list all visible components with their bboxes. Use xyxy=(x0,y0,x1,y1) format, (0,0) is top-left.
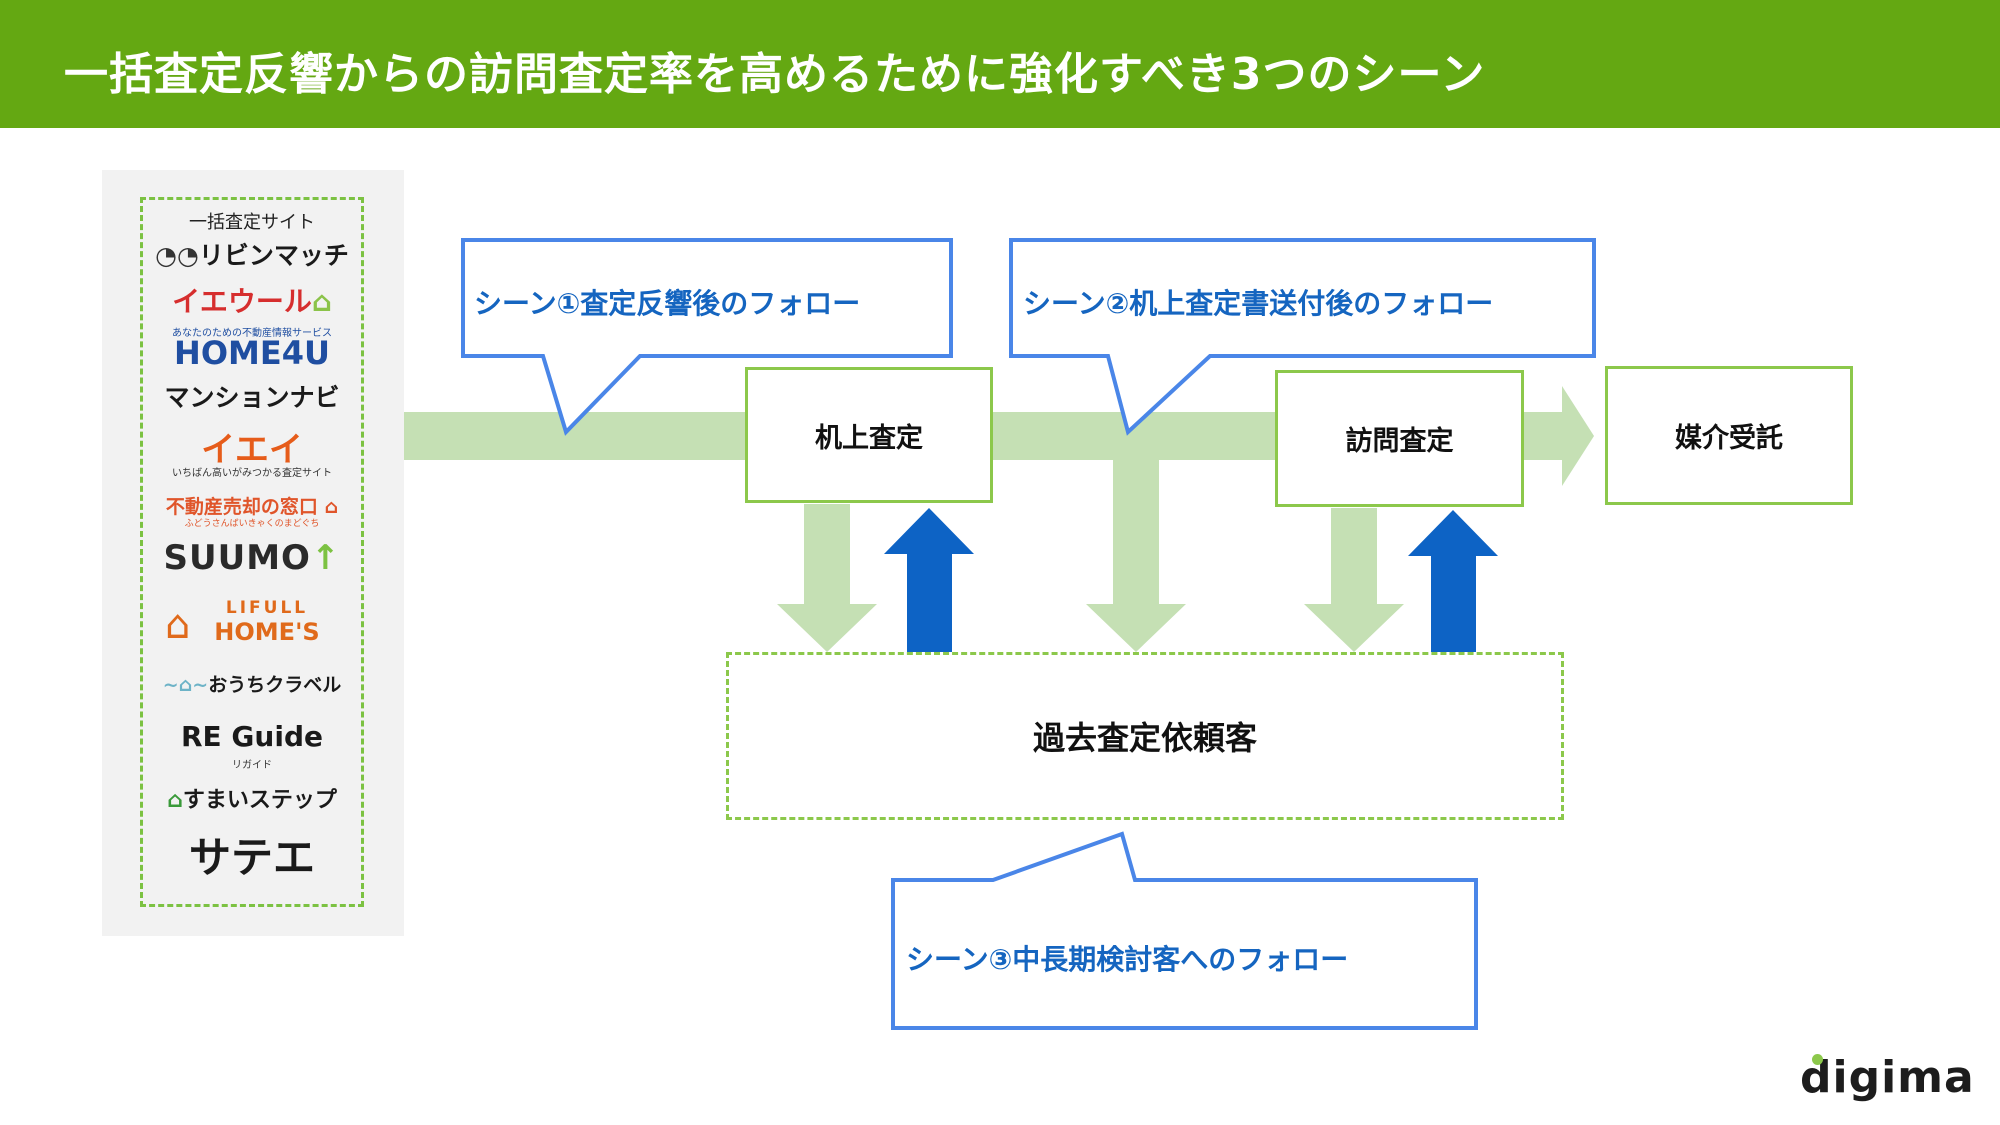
home4u-tagline: あなたのための不動産情報サービス xyxy=(172,328,332,339)
house-face-icon: ~⌂~ xyxy=(162,674,209,696)
site-logo-ieul: イエウール⌂ xyxy=(172,285,332,318)
callout-scene3-text: シーン③中長期検討客へのフォロー xyxy=(906,943,1349,976)
logo-dot-icon xyxy=(1812,1054,1823,1065)
site-logo-mansion-navi: マンションナビ xyxy=(164,383,340,412)
callout-scene1-text: シーン①査定反響後のフォロー xyxy=(474,287,861,320)
callout-scene1-bubble xyxy=(461,238,953,436)
site-logo-iei: イエイ xyxy=(201,430,303,470)
window-icon: ⌂ xyxy=(317,496,339,518)
callout-scene3-bubble xyxy=(891,831,1478,1030)
up-arrow-past-to-desk xyxy=(884,508,974,652)
site-logo-home4u: HOME4U xyxy=(174,334,330,372)
site-logo-satee: サテエ xyxy=(188,833,315,882)
sites-panel xyxy=(102,170,404,936)
digima-logo: digima xyxy=(1800,1052,1975,1103)
past-appraisal-customers: 過去査定依頼客 xyxy=(726,652,1564,820)
iei-tagline: いちばん高いがみつかる査定サイト xyxy=(172,468,332,479)
callout-scene2-bubble xyxy=(1009,238,1596,436)
step-desk-appraisal: 机上査定 xyxy=(745,367,993,503)
header-bar xyxy=(0,0,2000,128)
flow-main-arrowhead xyxy=(1562,386,1594,486)
house-icon: ⌂ xyxy=(311,285,332,318)
reguide-tagline: リガイド xyxy=(232,760,272,771)
down-arrow-band-to-past xyxy=(1086,460,1186,652)
step-visit-appraisal: 訪問査定 xyxy=(1275,370,1524,507)
site-logo-sumai-step: ⌂すまいステップ xyxy=(167,788,337,813)
callout-scene2-text: シーン②机上査定書送付後のフォロー xyxy=(1023,287,1494,320)
mascot-icon: ◔◔ xyxy=(155,241,199,270)
house-icon-green: ⌂ xyxy=(167,788,183,813)
site-logo-lifull: LIFULL xyxy=(225,598,309,618)
sites-list-box: 一括査定サイト ◔◔リビンマッチ イエウール⌂ あなたのための不動産情報サービス… xyxy=(140,197,364,907)
home-frame-icon: ⌂ xyxy=(165,602,191,648)
down-arrow-visit-to-past xyxy=(1304,508,1404,652)
sites-heading: 一括査定サイト xyxy=(189,212,315,233)
site-logo-reguide: RE Guide xyxy=(181,720,323,753)
arrow-up-icon: ↑ xyxy=(310,538,341,578)
page-title: 一括査定反響からの訪問査定率を高めるために強化すべき3つのシーン xyxy=(64,49,1486,100)
site-logo-livinmatch: ◔◔リビンマッチ xyxy=(155,241,349,270)
site-logo-lifull-homes: HOME'S xyxy=(214,618,320,646)
site-logo-ouchi-kurabel: ~⌂~おうちクラベル xyxy=(162,674,342,696)
site-logo-suumo: SUUMO↑ xyxy=(163,538,341,578)
up-arrow-past-to-visit xyxy=(1408,510,1498,652)
down-arrow-desk-to-past xyxy=(777,504,877,652)
madoguchi-tagline: ふどうさんばいきゃくのまどぐち xyxy=(184,519,320,529)
site-logo-fudosan-madoguchi: 不動産売却の窓口 ⌂ xyxy=(165,496,339,518)
step-brokerage-contract: 媒介受託 xyxy=(1605,366,1853,505)
